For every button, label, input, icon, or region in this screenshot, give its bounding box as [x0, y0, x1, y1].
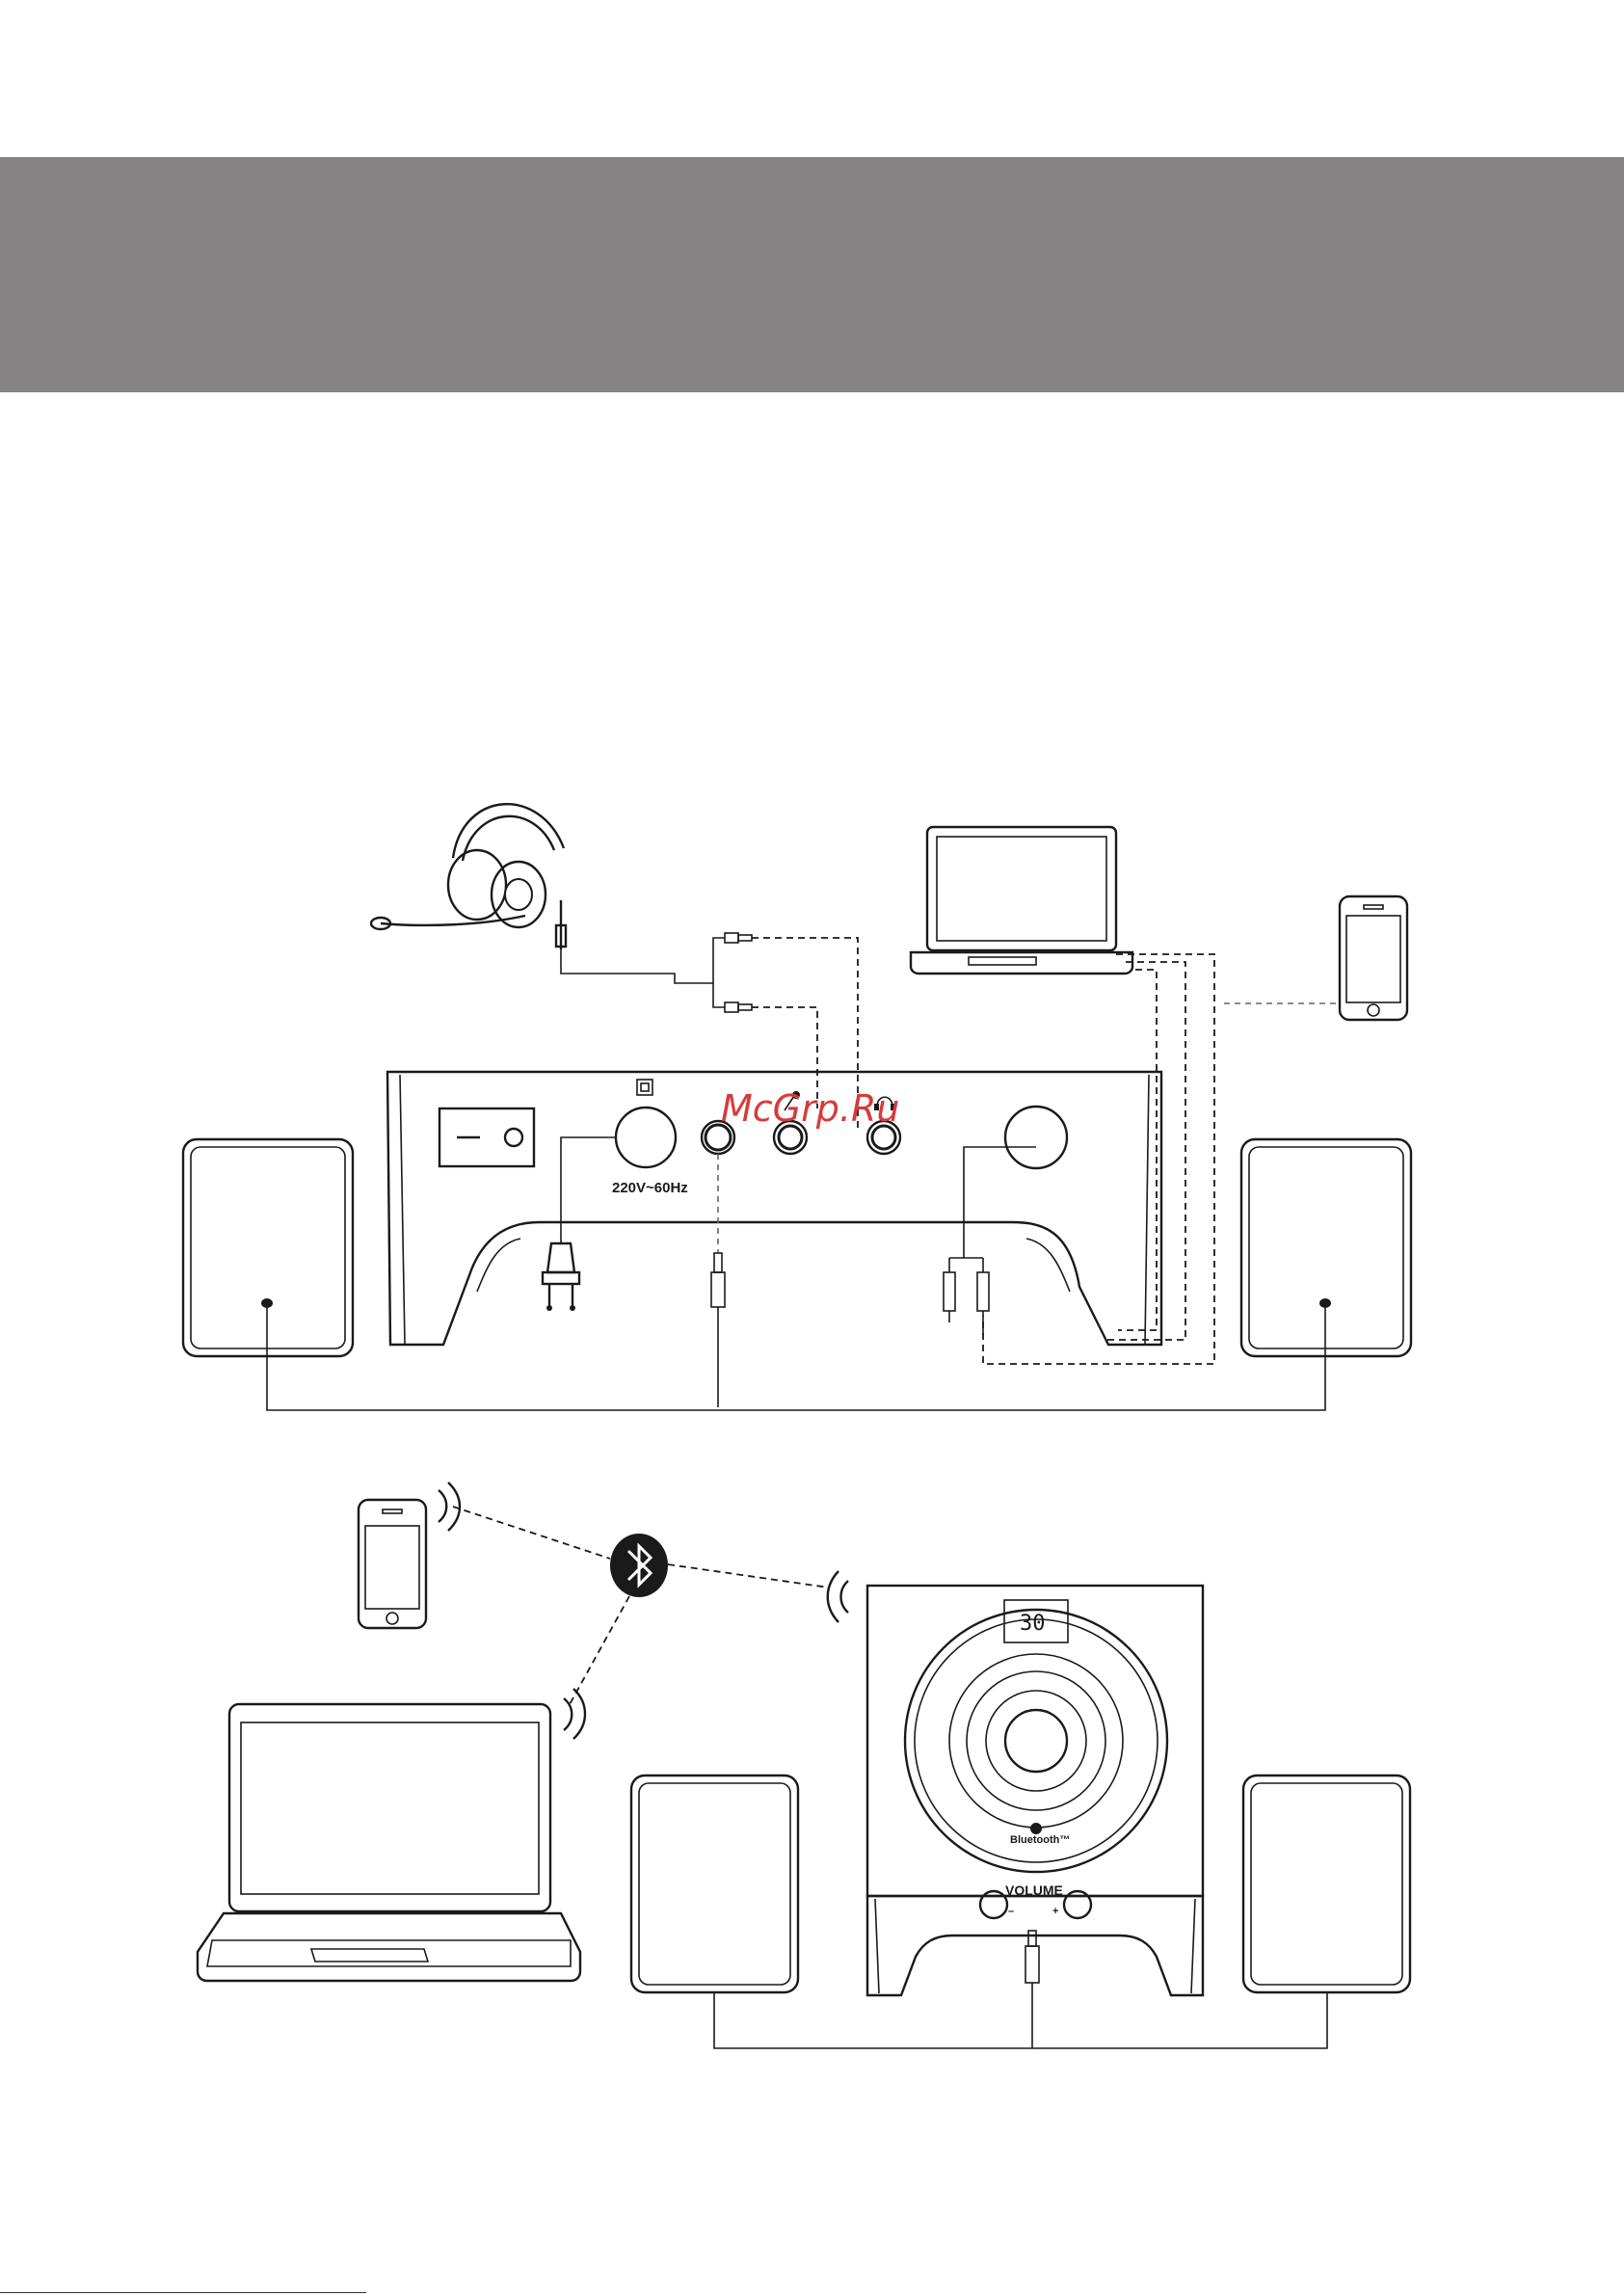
power-plug-icon — [543, 1137, 617, 1311]
footer-rule — [0, 2292, 366, 2293]
right-speaker-bt-icon — [1243, 1775, 1410, 1992]
right-speaker-icon — [1241, 1139, 1411, 1356]
smartphone-bt-icon — [359, 1500, 426, 1628]
volume-display: 30 — [1020, 1612, 1046, 1636]
headset-icon — [371, 804, 713, 983]
aux-plug-icon — [711, 1253, 725, 1407]
laptop-icon — [911, 827, 1132, 974]
bluetooth-label: Bluetooth™ — [1010, 1834, 1070, 1846]
wireless-signal-icon — [564, 1689, 585, 1739]
wireless-signal-icon — [439, 1482, 460, 1531]
volume-plus-label: + — [1052, 1906, 1058, 1917]
power-rating-label: 220V~60Hz — [612, 1180, 688, 1196]
bluetooth-icon — [610, 1534, 668, 1597]
smartphone-icon — [1340, 896, 1407, 1020]
volume-label: VOLUME — [1005, 1882, 1063, 1898]
aux-plug-icon — [1025, 1931, 1039, 2048]
volume-minus-label: – — [1008, 1906, 1014, 1917]
subwoofer-front — [867, 1586, 1203, 1995]
watermark-text: McGrp.Ru — [721, 1087, 899, 1130]
rca-plugs-icon — [944, 1272, 989, 1335]
laptop-bt-icon — [198, 1704, 580, 1981]
wireless-signal-icon — [828, 1571, 848, 1622]
left-speaker-icon — [183, 1139, 353, 1356]
left-speaker-bt-icon — [631, 1775, 798, 1992]
